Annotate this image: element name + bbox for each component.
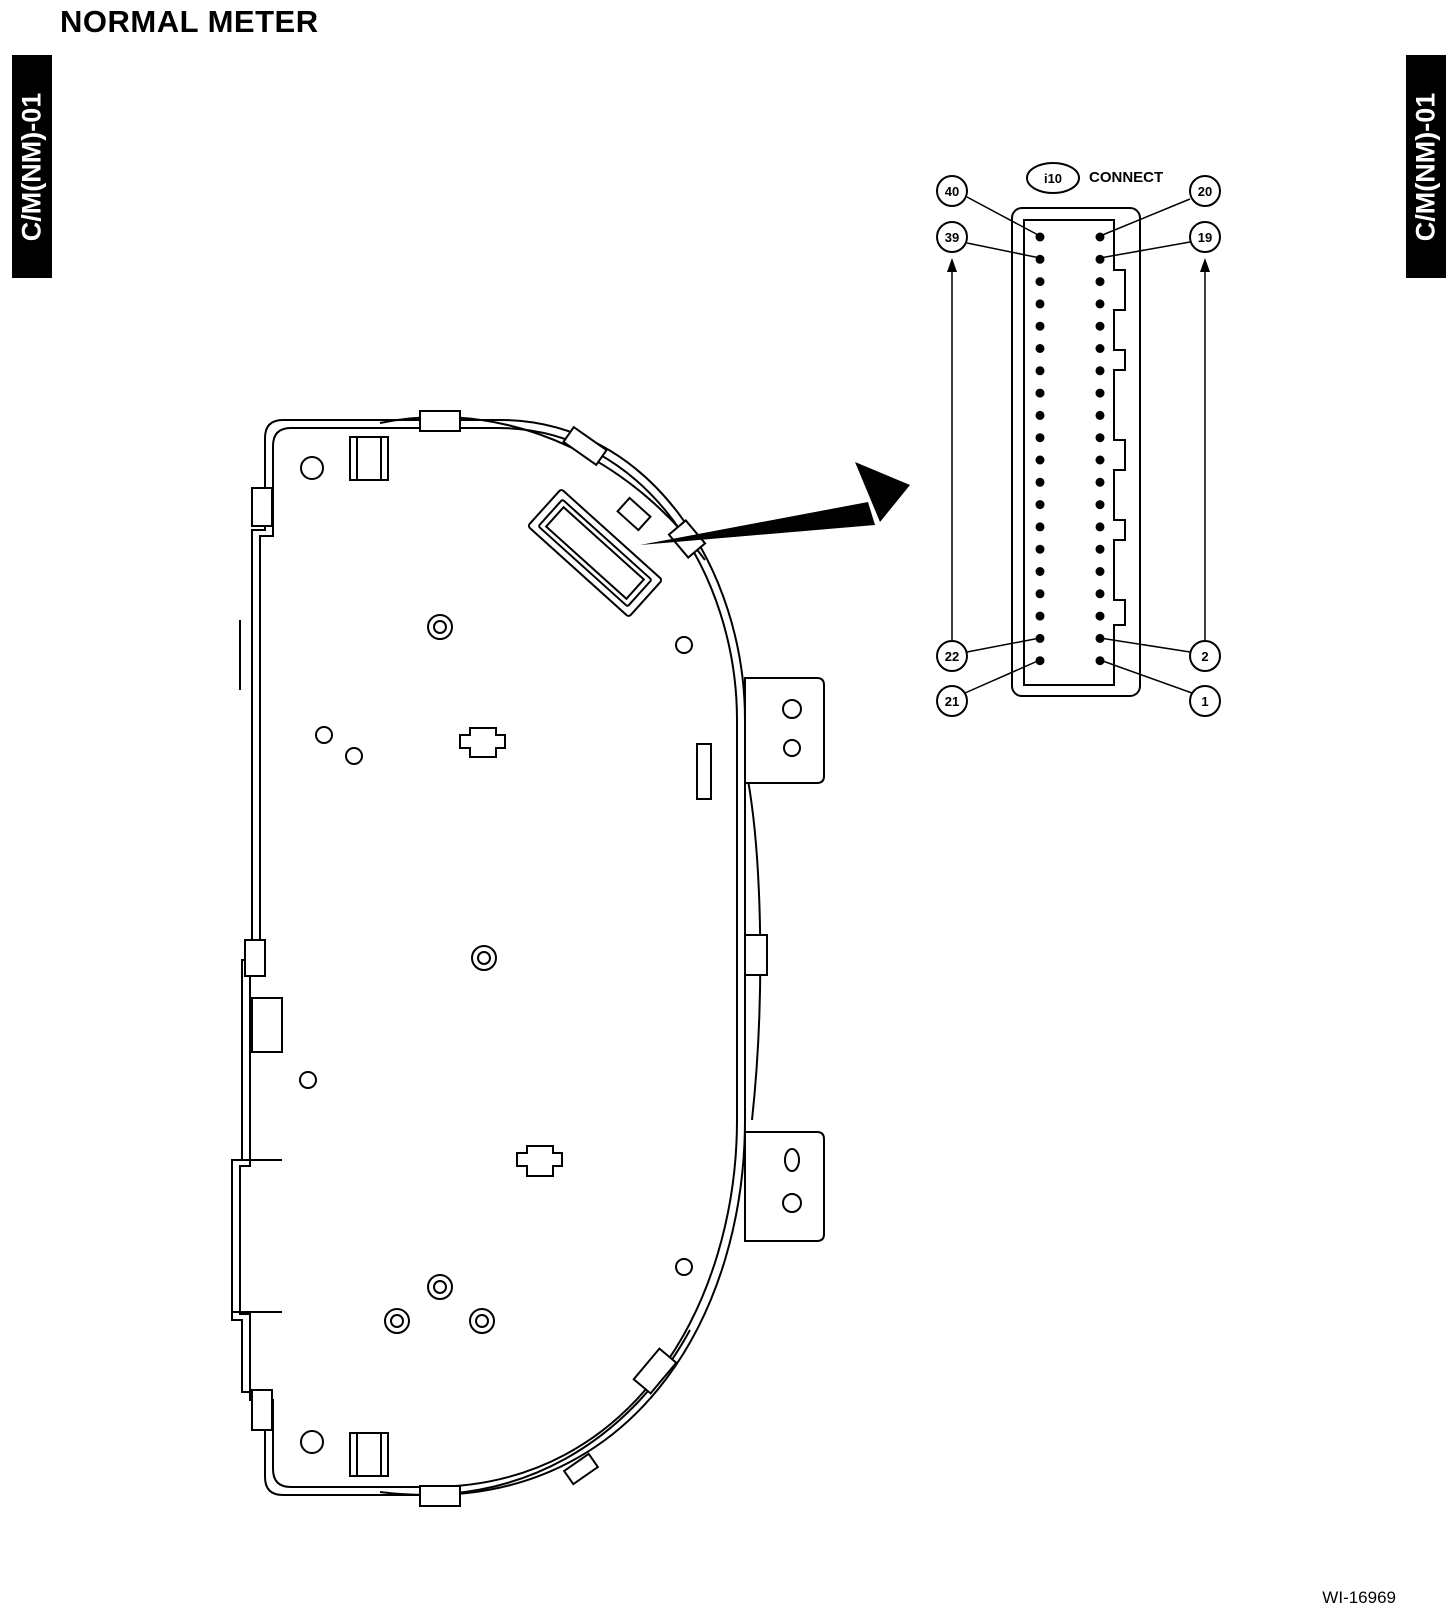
connector-i10: i10 CONNECT 40 39 20 19 22 21 2 1 [936, 162, 1221, 717]
pin-dot-right [1095, 477, 1105, 487]
pin-dot-left [1035, 366, 1045, 376]
meter-housing [231, 410, 825, 1507]
section-tab-right: C/M(NM)-01 [1406, 55, 1446, 278]
pin-dot-left [1035, 477, 1045, 487]
pin-dot-left [1035, 433, 1045, 443]
pin-dot-right [1095, 410, 1105, 420]
pin-label-21: 21 [945, 694, 959, 709]
pin-dot-right [1095, 388, 1105, 398]
pin-label-2: 2 [1201, 649, 1208, 664]
pin-dot-left [1035, 254, 1045, 264]
figure-code: WI-16969 [1322, 1588, 1396, 1607]
pin-label-39: 39 [945, 230, 959, 245]
pin-label-22: 22 [945, 649, 959, 664]
pin-dot-right [1095, 277, 1105, 287]
pin-dot-left [1035, 410, 1045, 420]
pin-label-40: 40 [945, 184, 959, 199]
connector-label: CONNECT [1089, 169, 1163, 186]
pin-dot-right [1095, 567, 1105, 576]
pin-dot-left [1035, 500, 1045, 510]
pin-dot-right [1095, 500, 1105, 510]
pin-dot-right [1095, 522, 1105, 532]
section-tab-left: C/M(NM)-01 [12, 55, 52, 278]
pin-dot-right [1095, 611, 1105, 621]
pin-dot-left [1035, 567, 1045, 576]
meter-connector-socket [527, 489, 663, 617]
connector-id: i10 [1044, 171, 1062, 186]
pin-dot-right [1095, 254, 1105, 264]
pin-dot-left [1035, 611, 1045, 621]
pin-dot-left [1035, 455, 1045, 465]
pin-dot-left [1035, 544, 1045, 554]
pin-dot-left [1035, 344, 1045, 353]
pin-dot-right [1095, 455, 1105, 465]
pin-dot-left [1035, 522, 1045, 532]
pin-label-20: 20 [1198, 184, 1212, 199]
pin-dot-left [1035, 321, 1045, 331]
page-title: NORMAL METER [60, 4, 319, 39]
pin-dot-right [1095, 344, 1105, 353]
pin-dot-left [1035, 299, 1045, 309]
pin-dot-right [1095, 232, 1105, 242]
pin-dot-right [1095, 589, 1105, 599]
pin-dot-right [1095, 544, 1105, 554]
pin-label-1: 1 [1201, 694, 1208, 709]
pin-dot-right [1095, 321, 1105, 331]
pin-dot-right [1095, 299, 1105, 309]
pin-dot-left [1035, 589, 1045, 599]
pin-dot-right [1095, 433, 1105, 443]
pin-dot-right [1095, 366, 1105, 376]
pin-dot-left [1035, 277, 1045, 287]
callout-arrow [640, 462, 910, 545]
pin-dot-left [1035, 388, 1045, 398]
pin-label-19: 19 [1198, 230, 1212, 245]
